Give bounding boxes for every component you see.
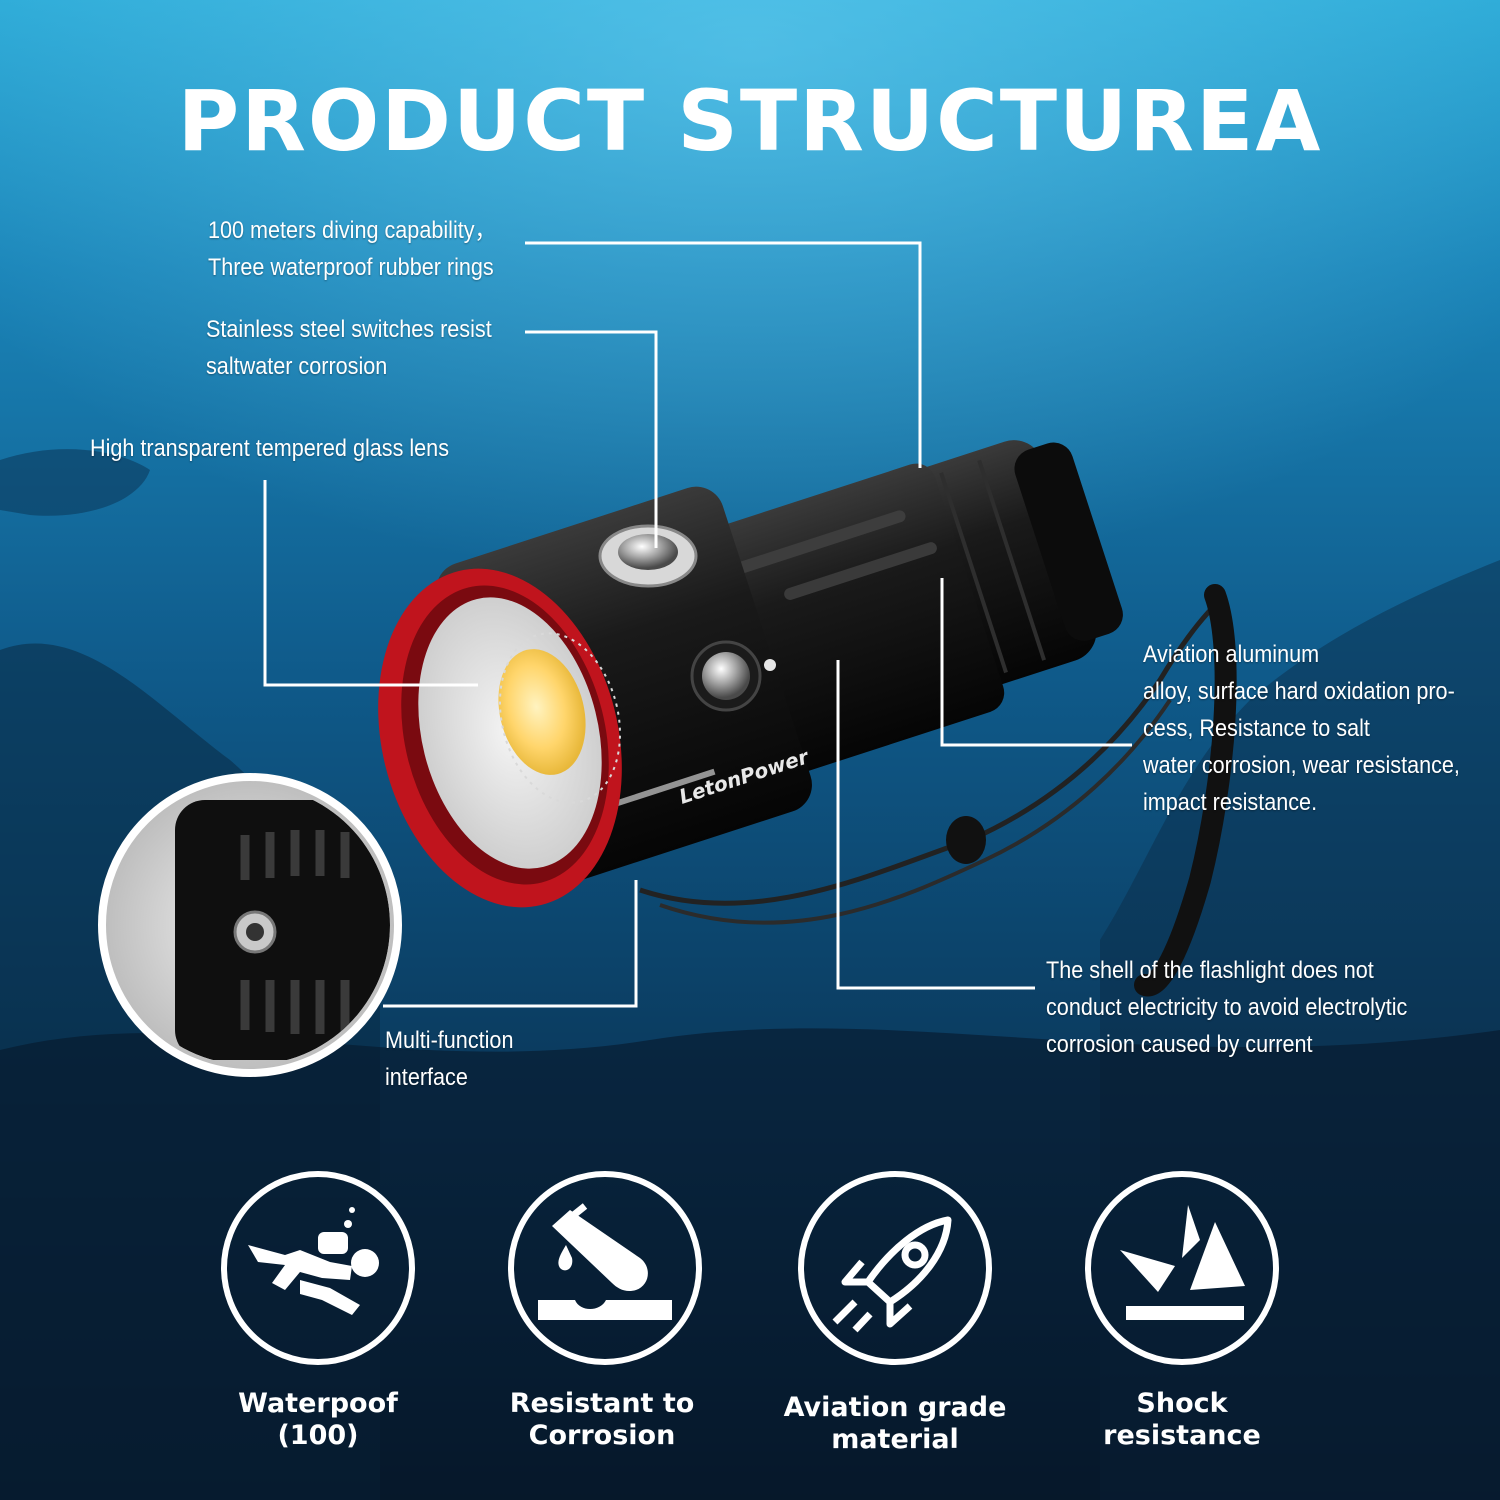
callout-aluminum-line-1: Aviation aluminum: [1143, 641, 1320, 668]
lanyard-cord-2: [659, 698, 1172, 925]
feature-label-line: Aviation grade: [783, 1392, 1007, 1423]
feature-label-aviation: Aviation grade material: [745, 1392, 1045, 1456]
callout-interface: Multi-function interface: [385, 1022, 513, 1096]
feature-label-line: material: [831, 1424, 959, 1455]
callout-switch: Stainless steel switches resist saltwate…: [206, 311, 492, 385]
callout-diving-line-2: Three waterproof rubber rings: [208, 254, 494, 281]
callout-shell-line-3: corrosion caused by current: [1046, 1031, 1313, 1058]
indicator-dot: [764, 659, 776, 671]
corrosion-icon: [538, 1203, 672, 1320]
feature-circle-3: [798, 1171, 992, 1365]
callout-aluminum-line-3: cess, Resistance to salt: [1143, 715, 1370, 742]
diver-icon: [248, 1207, 379, 1315]
callout-aluminum-line-2: alloy, surface hard oxidation pro-: [1143, 678, 1455, 705]
callout-shell-line-1: The shell of the flashlight does not: [1046, 957, 1374, 984]
leader-lens: [263, 480, 478, 687]
lanyard-strap: [1134, 584, 1237, 997]
callout-lens-line-1: High transparent tempered glass lens: [90, 435, 450, 462]
feature-circle-4: [1085, 1171, 1279, 1365]
rocket-icon: [832, 1216, 952, 1333]
feature-label-line: Waterpoof: [238, 1388, 398, 1419]
feature-circle-2: [508, 1171, 702, 1365]
feature-label-shock: Shock resistance: [1032, 1388, 1332, 1452]
leader-diving: [525, 241, 922, 468]
feature-label-line: Corrosion: [528, 1420, 676, 1451]
callout-aluminum: Aviation aluminum alloy, surface hard ox…: [1143, 636, 1460, 821]
callout-diving-line-1: 100 meters diving capability，: [208, 217, 497, 244]
leader-interface: [383, 880, 638, 1008]
callout-interface-line-1: Multi-function: [385, 1027, 514, 1054]
feature-label-line: Resistant to: [509, 1388, 695, 1419]
feature-circle-1: [221, 1171, 415, 1365]
feature-label-line: resistance: [1103, 1420, 1261, 1451]
callout-shell: The shell of the flashlight does not con…: [1046, 952, 1407, 1063]
feature-label-line: Shock: [1136, 1388, 1228, 1419]
leader-aluminum: [940, 578, 1132, 747]
callout-switch-line-1: Stainless steel switches resist: [206, 316, 492, 343]
cob-led: [498, 649, 586, 775]
callout-aluminum-line-4: water corrosion, wear resistance,: [1143, 752, 1460, 779]
lanyard-cord: [639, 598, 1222, 906]
callout-lens: High transparent tempered glass lens: [90, 430, 449, 467]
fish-shadow: [0, 449, 150, 516]
leader-shell: [836, 660, 1035, 990]
shock-icon: [1120, 1205, 1245, 1320]
callout-switch-line-2: saltwater corrosion: [206, 353, 388, 380]
feature-label-line: (100): [277, 1420, 359, 1451]
inset-flashlight-tail: [175, 800, 390, 1060]
callout-shell-line-2: conduct electricity to avoid electrolyti…: [1046, 994, 1408, 1021]
feature-label-corrosion: Resistant to Corrosion: [452, 1388, 752, 1452]
callout-aluminum-line-5: impact resistance.: [1143, 789, 1318, 816]
lanyard-toggle: [946, 816, 986, 864]
callout-diving: 100 meters diving capability， Three wate…: [208, 212, 496, 286]
reef-bottom: [0, 1028, 1500, 1500]
leader-switch: [525, 330, 658, 548]
feature-label-waterproof: Waterpoof (100): [168, 1388, 468, 1452]
page-title: PRODUCT STRUCTUREA: [177, 72, 1323, 170]
callout-interface-line-2: interface: [385, 1064, 468, 1091]
